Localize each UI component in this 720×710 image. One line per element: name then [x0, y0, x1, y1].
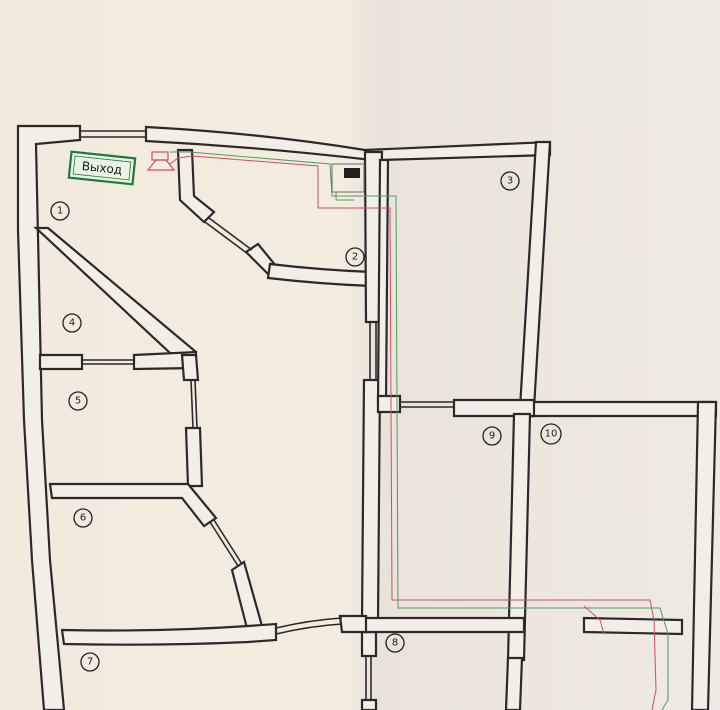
door-top — [80, 130, 146, 138]
sounder-icon — [146, 151, 176, 171]
room-marker-5: 5 — [68, 391, 88, 411]
wall-corridor-left-1 — [180, 353, 200, 382]
door-corridor — [275, 617, 343, 635]
wall-room10-stub — [582, 616, 684, 636]
door-room5 — [190, 379, 198, 429]
room-number: 2 — [352, 252, 358, 263]
room-number: 7 — [87, 657, 93, 668]
door-room6 — [209, 519, 243, 567]
wall-room8-top — [360, 616, 526, 634]
room-number: 9 — [489, 431, 495, 442]
wall-room3-right — [518, 140, 552, 410]
outer-walls — [16, 124, 718, 710]
wall-room4-bottom — [38, 353, 84, 371]
room-marker-9: 9 — [482, 426, 502, 446]
room-marker-10: 10 — [540, 423, 562, 445]
wall-room10-top — [518, 400, 718, 418]
wall-room2-left — [176, 148, 216, 224]
room-circle — [345, 247, 365, 267]
room-number: 10 — [545, 429, 558, 440]
room-circle — [62, 313, 82, 333]
door-room8 — [365, 656, 372, 700]
room-marker-2: 2 — [345, 247, 365, 267]
room-number: 8 — [392, 638, 398, 649]
wall-room9-top-right — [452, 398, 536, 418]
wall-central-vertical-low — [360, 698, 378, 710]
door-room3 — [369, 322, 377, 380]
wall-room10-right — [690, 400, 718, 710]
room-number: 6 — [80, 513, 86, 524]
room-circle — [540, 423, 562, 445]
room-circle — [68, 391, 88, 411]
exit-sign: Выход — [67, 150, 137, 186]
room-circle — [385, 633, 405, 653]
wiring — [169, 151, 669, 710]
wall-corridor-left-2 — [184, 426, 204, 488]
wall-room5-bottom — [48, 482, 218, 528]
room-circle — [80, 652, 100, 672]
wire-green — [170, 151, 669, 710]
room-marker-3: 3 — [500, 171, 520, 191]
wire-red-branch — [583, 605, 605, 635]
exit-sign-label: Выход — [81, 159, 123, 177]
room-number: 1 — [57, 206, 63, 217]
wall-room9-right — [506, 412, 532, 662]
room-circle — [73, 508, 93, 528]
room-circle — [500, 171, 520, 191]
room-number: 3 — [507, 176, 513, 187]
room-marker-7: 7 — [80, 652, 100, 672]
room-marker-8: 8 — [385, 633, 405, 653]
room-circle — [482, 426, 502, 446]
wall-central-vertical-bottom — [360, 630, 378, 658]
wall-corridor-bottom — [338, 614, 368, 634]
wall-room2-bottom — [266, 262, 374, 288]
door-room4 — [82, 359, 134, 365]
room-number: 4 — [69, 318, 75, 329]
wall-room4-diagonal — [33, 226, 198, 368]
wall-central-vertical-mid — [360, 378, 382, 622]
wall-left-outer — [16, 124, 82, 710]
room-circle — [50, 201, 70, 221]
wall-room6-door-post — [230, 560, 264, 634]
inner-walls — [33, 148, 684, 710]
room-marker-1: 1 — [50, 201, 70, 221]
room-marker-6: 6 — [73, 508, 93, 528]
doorways — [80, 130, 454, 700]
wall-room9-top-left — [376, 394, 402, 414]
wall-top — [144, 125, 552, 162]
wire-red — [169, 155, 657, 710]
control-panel — [331, 163, 365, 201]
door-room2 — [204, 217, 253, 255]
room-markers: 1 2 3 4 5 6 7 8 9 10 — [50, 171, 562, 672]
room-number: 5 — [75, 396, 81, 407]
door-room9 — [400, 401, 454, 408]
room-marker-4: 4 — [62, 313, 82, 333]
wall-room6-bottom — [60, 622, 278, 646]
wall-room8-right — [504, 656, 524, 710]
